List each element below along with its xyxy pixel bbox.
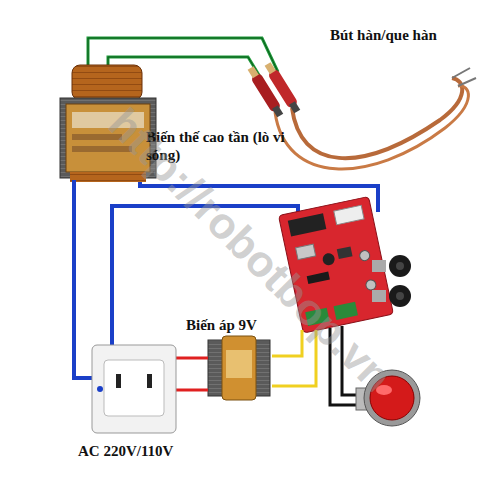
welding-pen (246, 61, 476, 169)
part-label: AC 220V/110V (78, 442, 173, 460)
transformer-9v (208, 336, 270, 400)
part-label: Bút hàn/que hàn (330, 26, 437, 44)
part-label: Biến áp 9V (186, 316, 257, 334)
ac-socket (92, 345, 176, 433)
potentiometer (372, 255, 411, 307)
